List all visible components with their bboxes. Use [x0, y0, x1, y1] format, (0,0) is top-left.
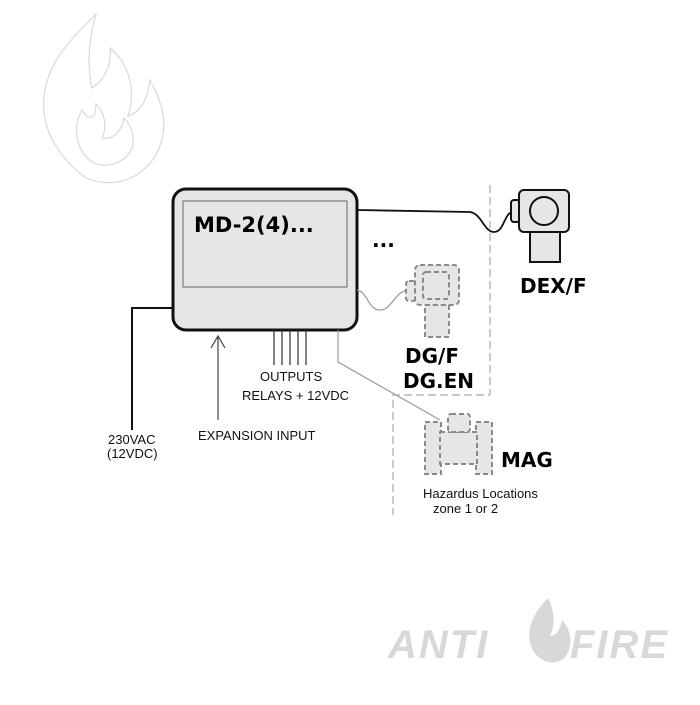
watermark-flame-icon: [42, 11, 165, 184]
more-detectors-ellipsis: ...: [372, 228, 395, 252]
hazard-label-line1: Hazardus Locations: [423, 486, 538, 501]
hazard-zone-boundary: [392, 185, 491, 515]
md-controller-unit: [171, 187, 359, 332]
brand-word-fire: FIRE: [570, 623, 670, 667]
device-label: MD-2(4)...: [194, 213, 314, 237]
mag-label: MAG: [501, 448, 553, 472]
power-label-line2: (12VDC): [107, 446, 158, 461]
outputs-label: OUTPUTS: [260, 369, 323, 384]
cable-mag: [337, 330, 441, 421]
expansion-input-arrow: [210, 334, 226, 420]
brand-word-anti: ANTI: [388, 623, 490, 667]
brand-flame-icon: [529, 598, 571, 663]
dg-detector-icon: [405, 264, 460, 338]
dex-detector-icon: [510, 189, 570, 263]
hazard-label-line2: zone 1 or 2: [433, 501, 499, 516]
power-label-line1: 230VAC: [108, 432, 156, 447]
mag-valve-icon: [424, 413, 493, 475]
relays-label: RELAYS + 12VDC: [242, 388, 350, 403]
expansion-input-label: EXPANSION INPUT: [198, 428, 316, 443]
dex-label: DEX/F: [520, 274, 587, 298]
output-wires: [273, 330, 307, 365]
dg-label-line2: DG.EN: [403, 369, 475, 393]
power-line: [131, 307, 173, 430]
dg-label-line1: DG/F: [405, 344, 459, 368]
cable-dex: [356, 209, 513, 233]
cable-dg: [356, 289, 409, 311]
